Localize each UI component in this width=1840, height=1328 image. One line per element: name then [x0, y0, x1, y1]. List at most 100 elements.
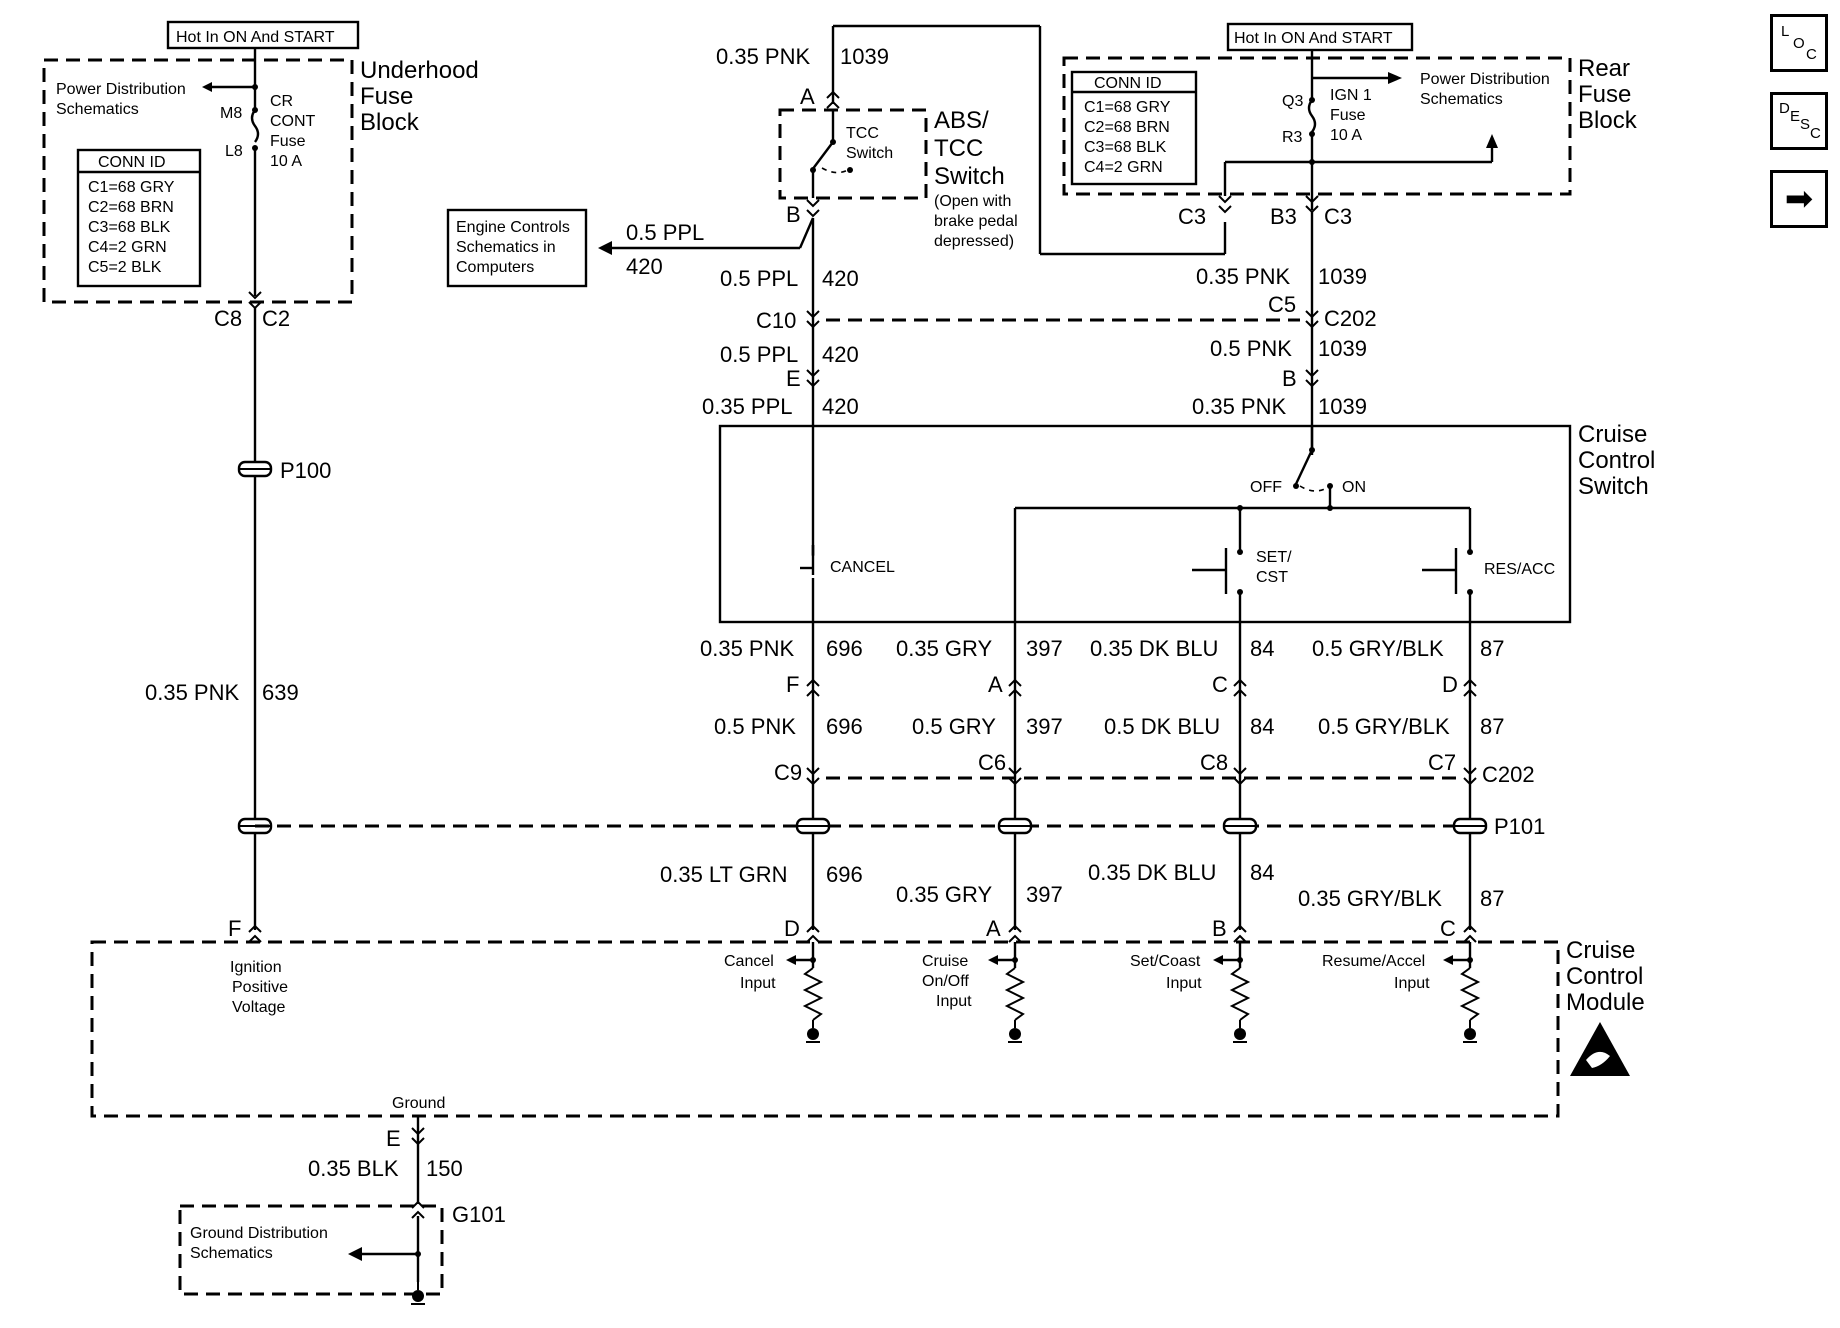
underhood-power-dist-1: Power Distribution — [56, 81, 186, 98]
lower-conn-3: C8 — [1200, 750, 1228, 775]
underhood-title-1: Underhood — [360, 57, 479, 84]
abs-note-2: brake pedal — [934, 213, 1018, 230]
ground-wire-circuit: 150 — [426, 1156, 463, 1181]
in-wire-1: 0.35 LT GRN — [660, 862, 788, 887]
resaccel-input-label-1: Resume/Accel — [1322, 953, 1425, 970]
module-box — [90, 940, 1560, 1118]
rear-fuse-1: IGN 1 — [1330, 87, 1372, 104]
engine-controls-text-3: Computers — [456, 259, 534, 276]
tcc-switch-label-1: TCC — [846, 125, 879, 142]
loc-letter-c: C — [1806, 46, 1817, 63]
conn-c202-lower: C202 — [1482, 762, 1535, 787]
switch-cancel: CANCEL — [830, 559, 895, 576]
underhood-fuse-4: 10 A — [270, 153, 302, 170]
abs-wire-top: 0.35 PNK — [716, 44, 810, 69]
wiring-diagram: Hot In ON And START Underhood Fuse Block… — [42, 20, 1655, 1305]
underhood-fuse-3: Fuse — [270, 133, 306, 150]
in-circ-4: 87 — [1480, 886, 1504, 911]
ground-dist-text-1: Ground Distribution — [190, 1225, 328, 1242]
out-pin-4: D — [1442, 672, 1458, 697]
out-circ-4: 87 — [1480, 636, 1504, 661]
out-wire-3: 0.35 DK BLU — [1090, 636, 1218, 661]
rear-out-c3-right: C3 — [1324, 204, 1352, 229]
ignition-wire: P100 0.35 PNK 639 — [145, 308, 331, 930]
underhood-title-3: Block — [360, 109, 420, 136]
out2-wire-2: 0.5 GRY — [912, 714, 996, 739]
out2-circ-4: 87 — [1480, 714, 1504, 739]
underhood-pin-in: M8 — [220, 105, 242, 122]
out-pin-3: C — [1212, 672, 1228, 697]
rear-conn-row: C4=2 GRN — [1084, 159, 1163, 176]
conn-c5: C5 — [1268, 292, 1296, 317]
setcoast-input-label-2: Input — [1166, 975, 1202, 992]
abs-title-2: TCC — [934, 135, 983, 162]
next-page-button[interactable]: ➡ — [1770, 170, 1828, 228]
engine-wire-color: 0.5 PPL — [626, 220, 704, 245]
out-circ-1: 696 — [826, 636, 863, 661]
abs-note-3: depressed) — [934, 233, 1014, 250]
setcoast-input-circuit: Set/Coast Input — [1130, 942, 1249, 1043]
description-button[interactable]: D E S C — [1770, 92, 1828, 150]
module-pin-f: F — [228, 916, 241, 941]
abs-pin-b: B — [786, 202, 801, 227]
underhood-conn-row: C5=2 BLK — [88, 259, 162, 276]
abs-tcc-switch: 0.35 PNK 1039 A TCC Switch ABS/ TCC Swit… — [716, 24, 1227, 256]
cruise-switch-title-2: Control — [1578, 447, 1655, 474]
abs-circ-top: 1039 — [840, 44, 889, 69]
rear-out-b3: B3 — [1270, 204, 1297, 229]
resaccel-input-label-2: Input — [1394, 975, 1430, 992]
cancel-input-label-1: Cancel — [724, 953, 774, 970]
underhood-conn-id-box — [76, 148, 202, 288]
ign-wire-color: 0.35 PNK — [145, 680, 239, 705]
desc-letter-s: S — [1800, 116, 1811, 133]
conn-c10: C10 — [756, 308, 796, 333]
underhood-out-left: C8 — [214, 306, 242, 331]
engine-controls-branch: Engine Controls Schematics in Computers … — [446, 208, 815, 288]
underhood-fuse-1: CR — [270, 93, 293, 110]
rear-pin-in: Q3 — [1282, 93, 1303, 110]
hot-label-box-right — [1226, 22, 1414, 52]
pnk-circ-3: 1039 — [1318, 394, 1367, 419]
abs-tcc-box — [778, 108, 928, 200]
lower-conn-4: C7 — [1428, 750, 1456, 775]
splice-p100: P100 — [280, 458, 331, 483]
rear-conn-title: CONN ID — [1094, 75, 1162, 92]
resaccel-input-circuit: Resume/Accel Input — [1322, 942, 1479, 1043]
underhood-conn-row: C3=68 BLK — [88, 219, 171, 236]
cruise-control-module: F D A B C Cruise Control Module Ignition… — [90, 916, 1645, 1118]
switch-res: RES/ACC — [1484, 561, 1555, 578]
cr-cont-fuse — [250, 109, 260, 143]
onoff-input-label-2: On/Off — [922, 973, 969, 990]
ppl-circ-3: 420 — [822, 394, 859, 419]
rear-fuse-box — [1062, 56, 1572, 196]
switch-on: ON — [1342, 479, 1366, 496]
out2-wire-4: 0.5 GRY/BLK — [1318, 714, 1450, 739]
rear-fuse-block: Hot In ON And START Rear Fuse Block CONN… — [1062, 22, 1638, 229]
ign1-fuse — [1307, 99, 1317, 133]
abs-pin-a: A — [800, 84, 815, 109]
switch-set-1: SET/ — [1256, 549, 1292, 566]
onoff-input-label-3: Input — [936, 993, 972, 1010]
conn-c202-upper: C202 — [1324, 306, 1377, 331]
out2-circ-2: 397 — [1026, 714, 1063, 739]
in-circ-3: 84 — [1250, 860, 1274, 885]
location-button[interactable]: L O C — [1770, 14, 1828, 72]
ign-wire-circuit: 639 — [262, 680, 299, 705]
module-pin-c: C — [1440, 916, 1456, 941]
out-pin-1: F — [786, 672, 799, 697]
rear-fuse-2: Fuse — [1330, 107, 1366, 124]
underhood-conn-row: C1=68 GRY — [88, 179, 175, 196]
in-wire-4: 0.35 GRY/BLK — [1298, 886, 1442, 911]
cancel-input-label-2: Input — [740, 975, 776, 992]
loc-letter-o: O — [1793, 35, 1805, 52]
underhood-fuse-block: Hot In ON And START Underhood Fuse Block… — [42, 20, 479, 331]
underhood-pin-out: L8 — [225, 143, 243, 160]
module-title-2: Control — [1566, 963, 1643, 990]
ppl-wire-1: 0.5 PPL — [720, 266, 798, 291]
rear-conn-row: C3=68 BLK — [1084, 139, 1167, 156]
pnk-wire-1: 0.35 PNK — [1196, 264, 1290, 289]
rear-power-dist-1: Power Distribution — [1420, 71, 1550, 88]
ppl-wire-2: 0.5 PPL — [720, 342, 798, 367]
out-pin-2: A — [988, 672, 1003, 697]
underhood-conn-title: CONN ID — [98, 154, 166, 171]
